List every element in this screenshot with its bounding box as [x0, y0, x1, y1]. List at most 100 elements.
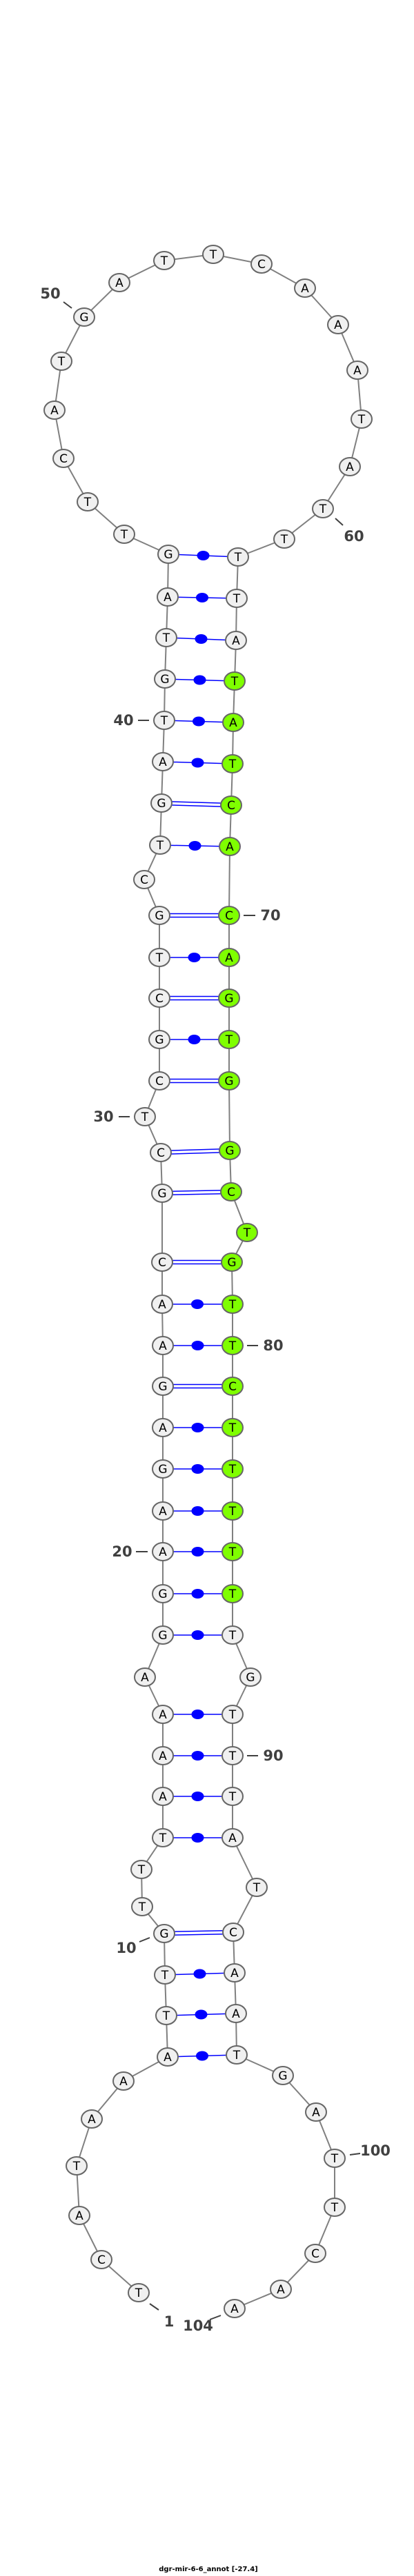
nucleotide-84: T — [221, 1501, 244, 1521]
position-tick — [349, 2153, 361, 2156]
base-pair-21-84 — [163, 1506, 233, 1516]
nucleotide-circle — [157, 2047, 179, 2067]
nucleotide-circle — [131, 1897, 153, 1916]
nucleotide-base: T — [228, 1505, 237, 1519]
base-pair-26-79 — [162, 1299, 233, 1309]
nucleotide-circle — [152, 1542, 174, 1561]
nucleotide-9: T — [154, 1965, 176, 1985]
nucleotide-circle — [134, 1107, 156, 1126]
nucleotide-base: T — [228, 1588, 237, 1601]
double-bond-line — [161, 1189, 232, 1193]
nucleotide-circle — [221, 1625, 244, 1645]
nucleotide-base: A — [159, 1790, 167, 1804]
nucleotide-101: T — [324, 2198, 346, 2217]
nucleotide-base: G — [155, 1033, 164, 1047]
nucleotide-base: T — [357, 413, 366, 427]
nucleotide-65: T — [224, 671, 246, 691]
nucleotide-base: A — [230, 2302, 239, 2316]
nucleotide-circle — [250, 254, 273, 274]
nucleotide-base: G — [225, 1144, 234, 1158]
nucleotides: TCATAAATTGTTTAAAAGGAAGAGAACGCTCGCTGCTGAT… — [43, 245, 373, 2318]
nucleotide-85: T — [221, 1542, 244, 1561]
nucleotide-circle — [221, 1787, 244, 1806]
nucleotide-base: A — [164, 591, 172, 605]
nucleotide-circle — [153, 1924, 175, 1943]
nucleotide-circle — [152, 1746, 174, 1765]
base-pair-19-86 — [163, 1589, 233, 1599]
nucleotide-base: A — [226, 840, 234, 854]
base-pair-32-73 — [159, 1035, 229, 1044]
base-pair-40-66 — [164, 716, 234, 727]
nucleotide-34: T — [148, 948, 170, 967]
bond-dot — [191, 1423, 204, 1432]
nucleotide-circle — [225, 2004, 247, 2023]
base-pair-24-81 — [163, 1383, 233, 1389]
nucleotide-38: G — [150, 793, 172, 813]
nucleotide-80: T — [221, 1336, 244, 1355]
nucleotide-60: T — [312, 499, 334, 518]
nucleotide-base: T — [234, 551, 242, 565]
nucleotide-circle — [304, 2244, 326, 2263]
nucleotide-base: G — [79, 311, 88, 325]
position-tick — [209, 2315, 221, 2320]
nucleotide-circle — [227, 547, 249, 567]
nucleotide-circle — [43, 400, 66, 420]
nucleotide-circle — [346, 361, 368, 380]
nucleotide-base: A — [277, 2283, 285, 2297]
nucleotide-70: C — [218, 906, 240, 925]
nucleotide-circle — [221, 1377, 244, 1396]
base-pair-42-64 — [166, 634, 237, 644]
nucleotide-18: G — [152, 1625, 174, 1645]
nucleotide-circle — [154, 1965, 176, 1985]
nucleotide-47: C — [52, 449, 75, 468]
nucleotide-base: T — [155, 951, 164, 965]
base-pair-41-65 — [164, 675, 235, 685]
nucleotide-circle — [221, 1501, 244, 1521]
nucleotide-circle — [133, 870, 155, 889]
nucleotide-93: T — [246, 1878, 268, 1897]
nucleotide-circle — [218, 906, 240, 925]
nucleotide-90: T — [221, 1746, 244, 1765]
nucleotide-base: T — [135, 2286, 143, 2300]
nucleotide-circle — [273, 529, 295, 549]
nucleotide-base: T — [228, 1750, 237, 1763]
nucleotide-circle — [221, 1542, 244, 1561]
nucleotide-circle — [270, 2280, 292, 2299]
nucleotide-circle — [128, 2283, 150, 2302]
nucleotide-base: T — [243, 1226, 251, 1240]
nucleotide-base: T — [228, 1545, 237, 1559]
nucleotide-44: G — [157, 545, 179, 564]
nucleotide-base: G — [158, 1463, 167, 1477]
nucleotide-circle — [112, 2071, 135, 2091]
bond-dot — [197, 551, 210, 560]
base-pair-7-97 — [167, 2051, 237, 2061]
nucleotide-48: A — [43, 400, 66, 420]
nucleotide-base: T — [120, 528, 128, 542]
position-tick — [63, 301, 72, 309]
nucleotide-circle — [220, 795, 242, 815]
nucleotide-circle — [226, 2045, 248, 2065]
nucleotide-7: A — [157, 2047, 179, 2067]
double-bond-line — [160, 1148, 230, 1152]
nucleotide-28: G — [151, 1184, 173, 1203]
base-pair-27-78 — [162, 1259, 232, 1265]
bond-dot — [188, 841, 201, 851]
nucleotide-circle — [50, 352, 72, 371]
nucleotide-base: G — [158, 1629, 167, 1643]
nucleotide-circle — [221, 1418, 244, 1437]
nucleotide-circle — [157, 587, 179, 607]
nucleotide-20: A — [152, 1542, 174, 1561]
nucleotide-89: T — [221, 1705, 244, 1724]
nucleotide-base: G — [157, 1187, 166, 1201]
nucleotide-base: T — [160, 714, 168, 728]
nucleotide-base: C — [311, 2247, 319, 2261]
nucleotide-95: A — [224, 1963, 246, 1982]
nucleotide-circle — [221, 1705, 244, 1724]
base-pair-13-92 — [163, 1833, 233, 1843]
nucleotide-base: T — [230, 675, 239, 689]
nucleotide-base: T — [156, 839, 164, 853]
nucleotide-circle — [218, 1030, 240, 1049]
nucleotide-base: T — [159, 1832, 167, 1845]
nucleotide-circle — [221, 1252, 243, 1272]
nucleotide-circle — [324, 2198, 346, 2217]
